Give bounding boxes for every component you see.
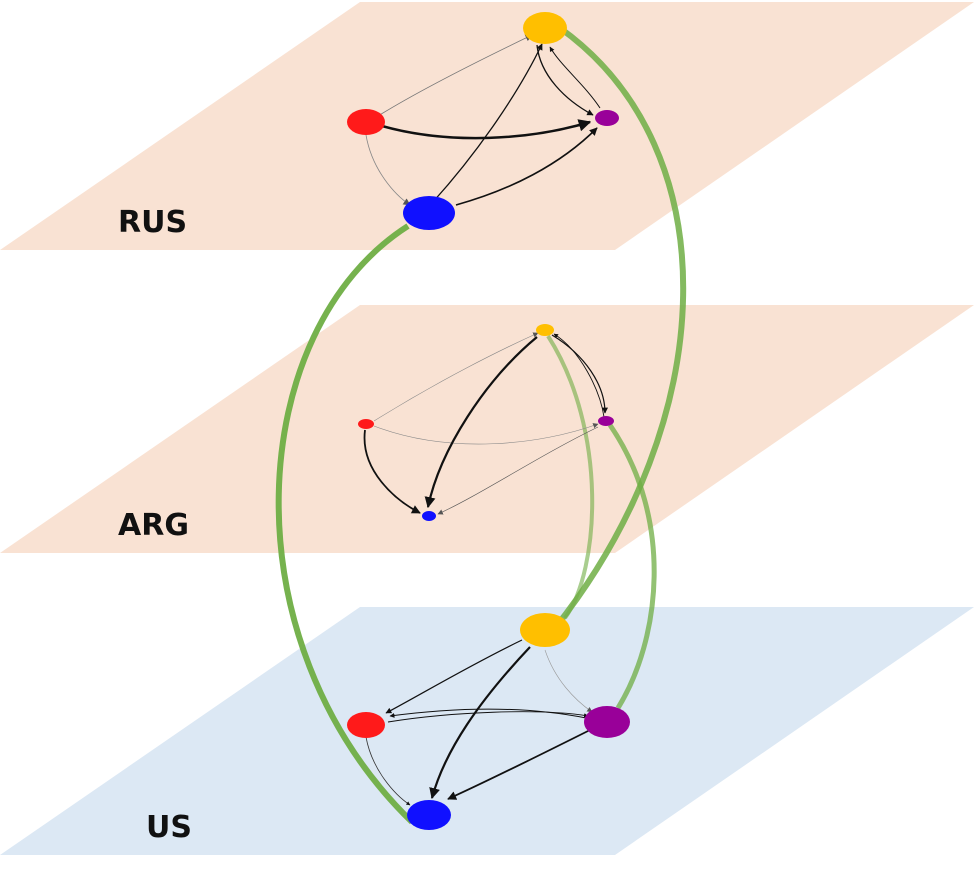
us-node-blue xyxy=(407,800,451,830)
interlayer-link-arg-purple-to-us-purple xyxy=(607,423,657,710)
arg-edges xyxy=(363,332,608,515)
layer-label-arg: ARG xyxy=(118,508,189,543)
rus-node-yellow xyxy=(523,12,567,44)
rus-edges xyxy=(365,34,601,206)
arg-node-purple xyxy=(598,416,614,426)
us-node-purple xyxy=(584,706,630,738)
interlayer-link-rus-yellow-to-us-yellow xyxy=(552,25,687,630)
interlayer-link-arg-yellow-to-us-yellow xyxy=(546,334,595,620)
layer-plane-rus xyxy=(0,2,974,250)
rus-node-blue xyxy=(403,196,455,230)
arg-node-red xyxy=(358,419,374,429)
rus-node-red xyxy=(347,109,385,135)
us-edges xyxy=(365,639,593,806)
us-node-yellow xyxy=(520,613,570,647)
arg-node-blue xyxy=(422,511,436,521)
layer-plane-arg xyxy=(0,305,974,553)
interlayer-link-rus-blue-to-us-blue xyxy=(275,223,415,825)
layer-label-rus: RUS xyxy=(118,205,187,240)
layer-label-us: US xyxy=(146,810,192,845)
rus-node-purple xyxy=(595,110,619,126)
arg-node-yellow xyxy=(536,324,554,336)
layer-plane-us xyxy=(0,607,974,855)
us-node-red xyxy=(347,712,385,738)
